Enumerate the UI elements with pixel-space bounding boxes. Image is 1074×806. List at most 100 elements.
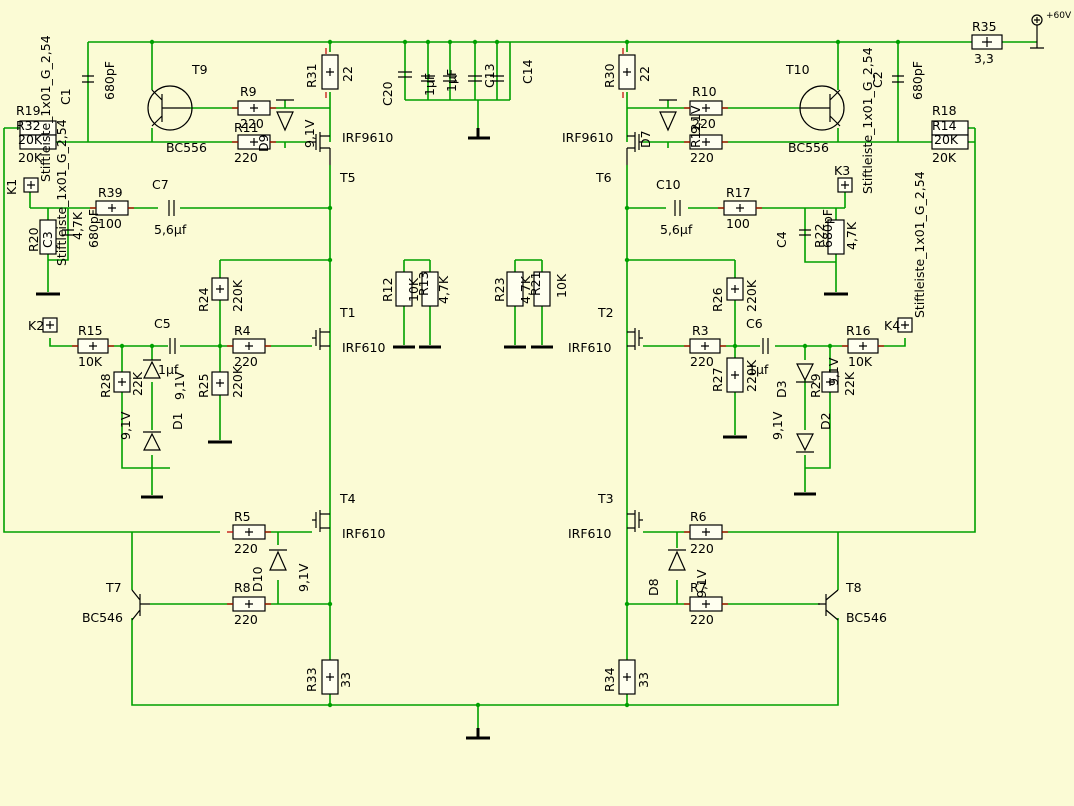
label-R6: R6 [690,509,707,524]
label-T3: T3 [597,491,614,506]
label-R33: R33 [304,667,319,692]
label-R8-value: 220 [234,612,258,627]
label-D9: D9 [256,134,271,152]
label-C4-value: 680pF [820,209,835,248]
label-R39-value: 100 [98,216,122,231]
label-R19-value: 20K [18,132,43,147]
label-R16: R16 [846,323,871,338]
label-R13: R13 [416,271,431,296]
mosfets [312,132,643,532]
label-C6: C6 [746,316,763,331]
label-R4: R4 [234,323,251,338]
label-R27: R27 [710,367,725,392]
label-R5: R5 [234,509,251,524]
pin-connectors [23,177,913,333]
label-D7: D7 [638,130,653,148]
label-R39: R39 [98,185,123,200]
label-SL1: Stiftleiste_1x01_G_2,54 [38,35,53,182]
component-labels: R35 3,3 R31 22 R30 22 C20 1µF 1µF C13 C1… [4,11,1072,692]
label-R14: R14 [932,118,957,133]
label-R19: R19 [16,103,41,118]
label-C3: C3 [40,231,55,248]
label-R10-value: 220 [692,116,716,131]
label-R4-value: 220 [234,354,258,369]
label-C10: C10 [656,177,681,192]
ground-symbols [36,128,848,740]
junctions [119,39,901,708]
label-R11: R11 [234,120,259,135]
label-C4: C4 [774,231,789,248]
label-supply-voltage: +60V [1046,11,1072,21]
label-R30: R30 [602,63,617,88]
label-R6-value: 220 [690,541,714,556]
label-C2-value: 680pF [910,61,925,100]
label-R22-value: 4,7K [844,221,859,250]
label-R35-value: 3,3 [974,51,994,66]
label-D3: D3 [774,380,789,398]
label-R8: R8 [234,580,251,595]
label-C2: C2 [870,71,885,88]
label-R9: R9 [240,84,257,99]
label-T2: T2 [597,305,614,320]
label-SL3: Stiftleiste_1x01_G_2,54 [860,47,875,194]
label-R26-value: 220K [744,279,759,312]
label-T9-type: BC556 [166,140,207,155]
label-T1: T1 [339,305,356,320]
label-R35: R35 [972,19,997,34]
label-R31: R31 [304,63,319,88]
label-T6: T6 [595,170,612,185]
label-T4-type: IRF610 [342,526,385,541]
label-R17-value: 100 [726,216,750,231]
label-D10-value: 9,1V [296,563,311,592]
label-R25-value: 220K [230,365,245,398]
bjt-transistors [131,85,845,621]
label-D1-value: 9,1V [172,371,187,400]
label-C13: C13 [482,63,497,88]
label-D1-value2: 9,1V [118,411,133,440]
label-R25: R25 [196,373,211,398]
label-R24-value: 220K [230,279,245,312]
label-SL2: Stiftleiste_1x01_G_2,54 [54,119,69,266]
label-D7-value: 9,1V [688,105,703,134]
label-R21: R21 [528,271,543,296]
label-T6-type: IRF9610 [562,130,613,145]
label-T2-type: IRF610 [568,340,611,355]
label-K1: K1 [4,179,19,195]
label-R33-value: 33 [338,672,353,688]
label-R20-value: 4,7K [70,211,85,240]
label-T10: T10 [785,62,810,77]
label-T4: T4 [339,491,356,506]
label-R14-value: 20K [932,150,957,165]
label-R10: R10 [692,84,717,99]
label-R15: R15 [78,323,103,338]
label-R23: R23 [492,277,507,302]
label-R15-value: 10K [78,354,103,369]
label-T5-type: IRF9610 [342,130,393,145]
label-T5: T5 [339,170,356,185]
label-C1: C1 [58,88,73,105]
label-C5-value: 1µf [158,362,179,377]
label-R12b-value: 220 [690,150,714,165]
label-C1-value: 680pF [102,61,117,100]
label-T8: T8 [845,580,862,595]
label-R27-value: 220K [744,359,759,392]
label-C3-value: 680pF [86,209,101,248]
label-T3-type: IRF610 [568,526,611,541]
label-T7: T7 [105,580,122,595]
label-R12b: R12 [688,123,703,148]
label-D10: D10 [250,566,265,592]
label-R18: R18 [932,103,957,118]
label-R21-value: 10K [554,273,569,298]
label-T9: T9 [191,62,208,77]
label-T8-type: BC546 [846,610,887,625]
label-R32: R32 [16,118,41,133]
label-R7-value: 220 [690,612,714,627]
label-R20: R20 [26,227,41,252]
label-R29-value: 22K [842,371,857,396]
label-K4: K4 [884,318,900,333]
label-C7-value: 5,6µf [154,222,187,237]
label-C5: C5 [154,316,171,331]
label-R31-value: 22 [340,66,355,82]
resistors [19,34,1003,695]
